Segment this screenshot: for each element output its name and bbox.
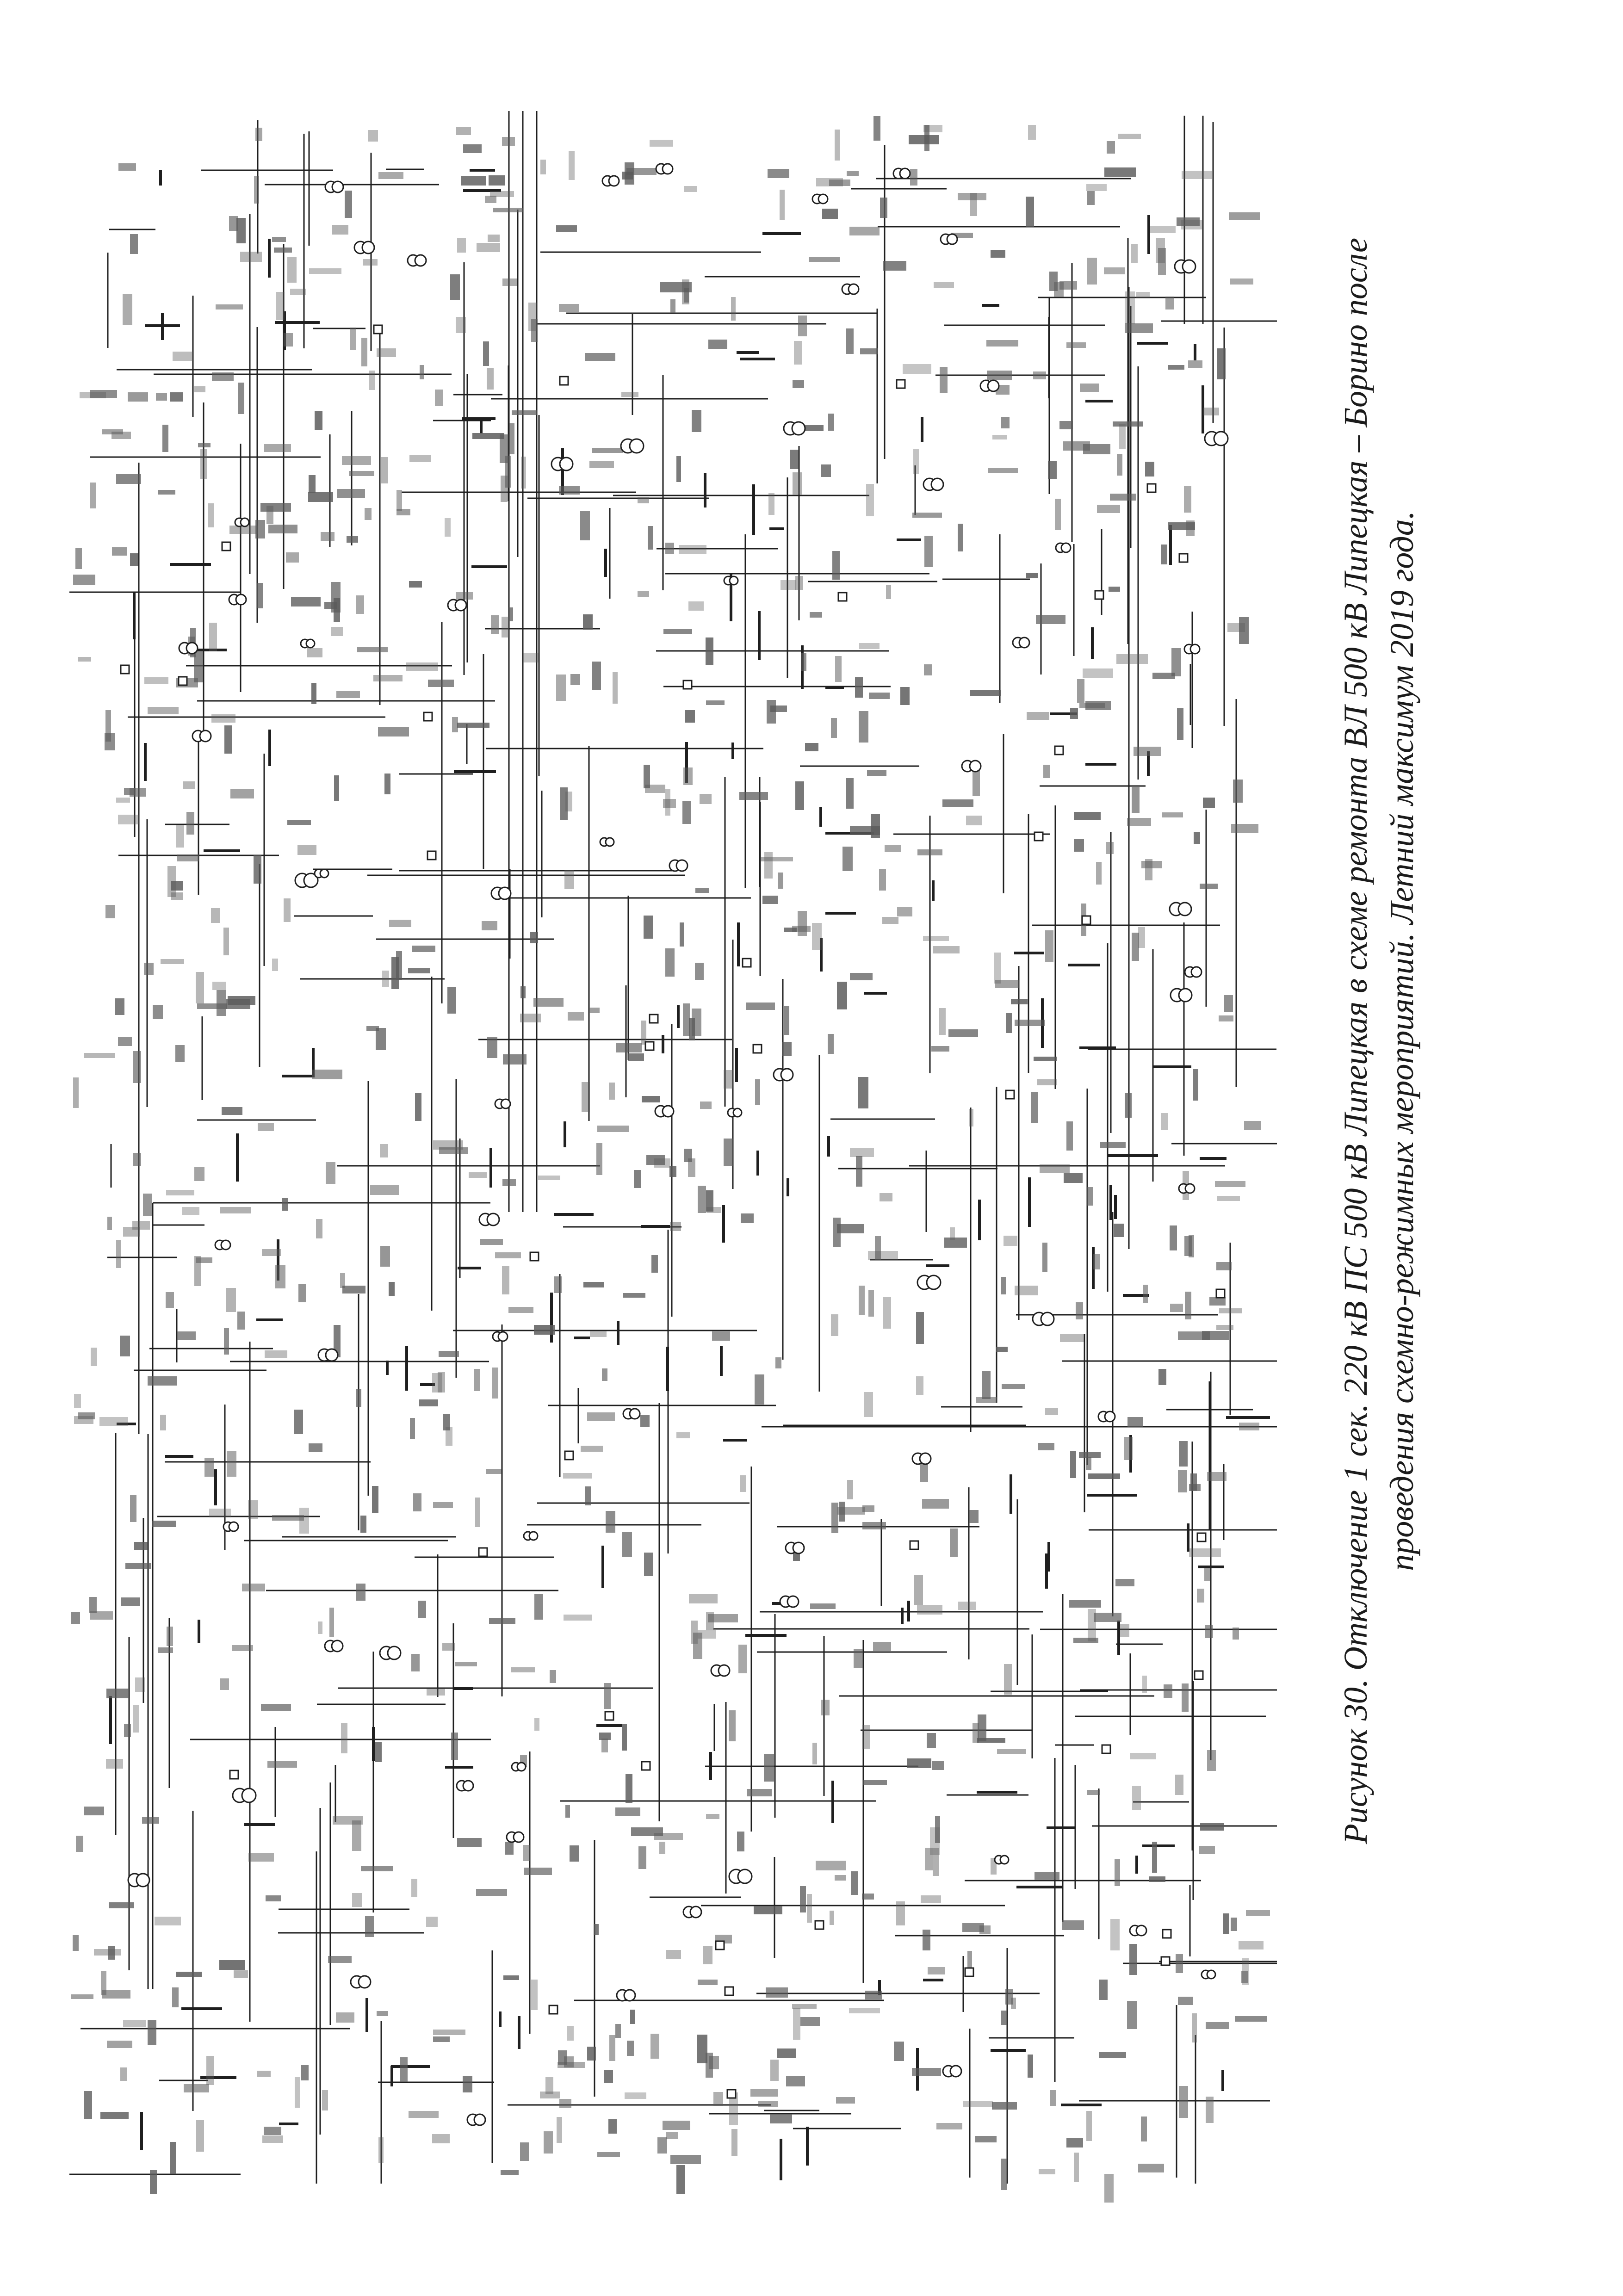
scheme-lines xyxy=(69,111,1277,2184)
caption-line-2: проведения схемно-режимных мероприятий. … xyxy=(1383,511,1420,1571)
scheme-transformer-symbols xyxy=(120,163,1229,2126)
caption-line-1: Рисунок 30. Отключение 1 сек. 220 кВ ПС … xyxy=(1337,238,1374,1844)
scheme-buses xyxy=(109,169,1270,2180)
figure-caption: Рисунок 30. Отключение 1 сек. 220 кВ ПС … xyxy=(1332,23,1434,2059)
scheme-node-labels xyxy=(71,116,1270,2203)
